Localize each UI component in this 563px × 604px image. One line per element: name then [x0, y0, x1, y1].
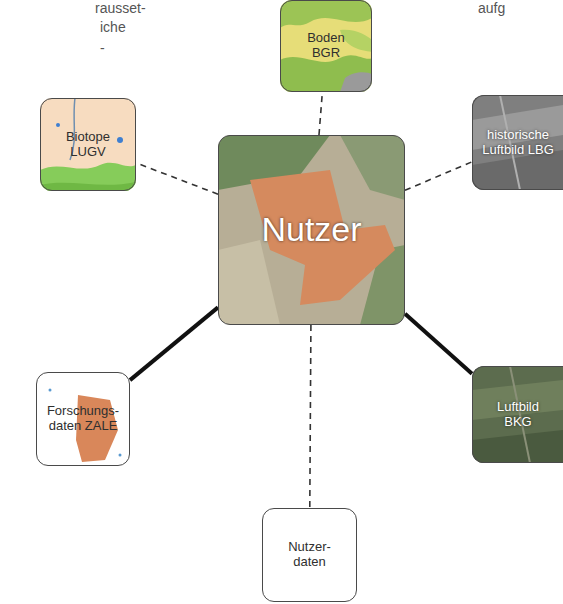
biotope-map	[40, 98, 136, 191]
dashed-connector	[319, 92, 322, 135]
user-tile: Nutzer	[218, 135, 405, 325]
data-source-tile: Nutzer- daten	[262, 508, 357, 602]
tile-label: Nutzer	[261, 210, 361, 249]
soil-map	[280, 0, 372, 92]
dashed-connector	[136, 163, 218, 194]
dashed-connector	[405, 162, 472, 190]
aerial-photo	[472, 366, 563, 463]
data-source-tile: Boden BGR	[280, 0, 372, 92]
tile-label: Biotope LUGV	[61, 130, 116, 160]
data-source-tile: Biotope LUGV	[40, 98, 136, 191]
tile-label: Luftbild BKG	[488, 400, 548, 430]
research-data-map	[36, 372, 130, 466]
historic-aerial-photo	[472, 95, 563, 190]
tile-label: Boden BGR	[301, 31, 351, 61]
user-aerial-photo	[218, 135, 405, 325]
tile-label: Forschungs- daten ZALE	[43, 404, 123, 434]
tile-label: Nutzer- daten	[282, 540, 337, 570]
text-fragment: aufg	[478, 0, 505, 16]
dashed-connector	[310, 325, 311, 508]
solid-connector	[130, 307, 218, 380]
data-source-tile: Luftbild BKG	[472, 366, 563, 463]
text-fragment: -	[100, 40, 105, 56]
text-fragment: iche	[100, 19, 126, 35]
tile-label: historische Luftbild LBG	[482, 128, 554, 158]
solid-connector	[405, 314, 472, 374]
text-fragment: rausset-	[95, 0, 146, 16]
data-source-tile: Forschungs- daten ZALE	[36, 372, 130, 466]
data-source-tile: historische Luftbild LBG	[472, 95, 563, 190]
